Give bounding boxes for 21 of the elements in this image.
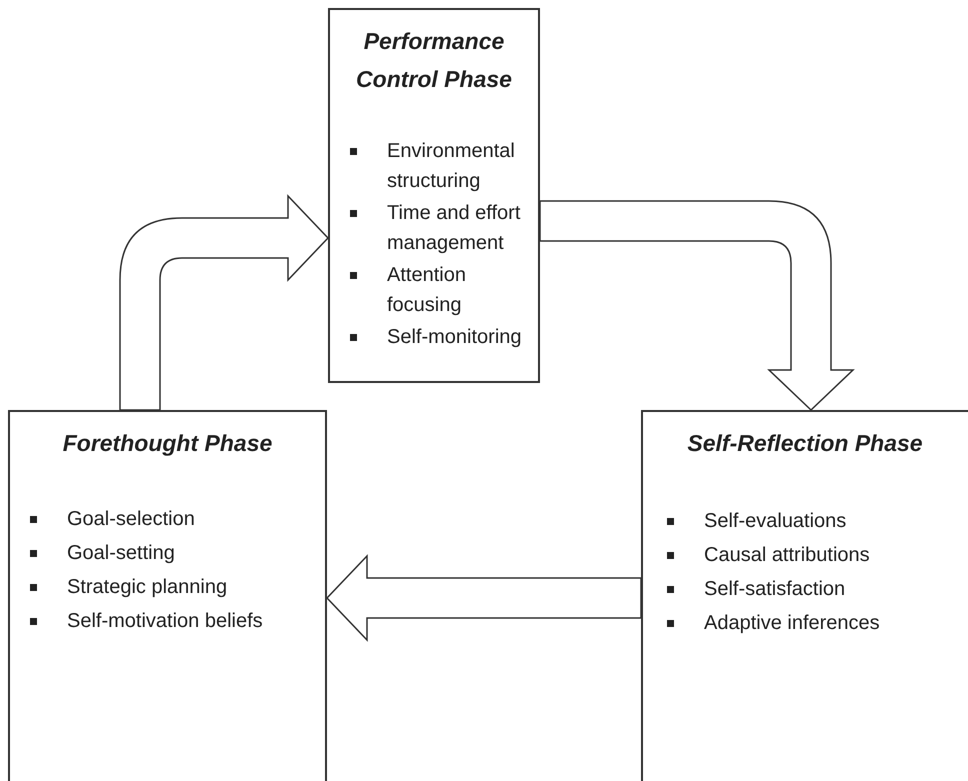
list-item: Self-monitoring — [387, 325, 522, 350]
phase-title: Self-Reflection Phase — [686, 429, 924, 458]
list-item: Causal attributions — [704, 543, 870, 568]
phase-title: Forethought Phase — [62, 429, 274, 458]
block-arrow — [326, 554, 642, 642]
block-arrow — [119, 195, 329, 411]
phase-box — [8, 410, 327, 781]
block-arrow — [539, 200, 854, 411]
list-item: Attention focusing — [387, 263, 467, 318]
list-item: Adaptive inferences — [704, 611, 880, 636]
phase-box — [328, 8, 540, 383]
list-item: Goal-selection — [67, 507, 195, 532]
list-item: Self-motivation beliefs — [67, 609, 263, 634]
list-item: Strategic planning — [67, 575, 228, 600]
phase-box — [641, 410, 968, 781]
list-item: Goal-setting — [67, 541, 175, 566]
list-item: Self-satisfaction — [704, 577, 846, 602]
phase-title: Performance Control Phase — [355, 27, 513, 94]
list-item: Self-evaluations — [704, 509, 846, 534]
list-item: Environmental structuring — [387, 139, 516, 194]
list-item: Time and effort management — [387, 201, 522, 256]
